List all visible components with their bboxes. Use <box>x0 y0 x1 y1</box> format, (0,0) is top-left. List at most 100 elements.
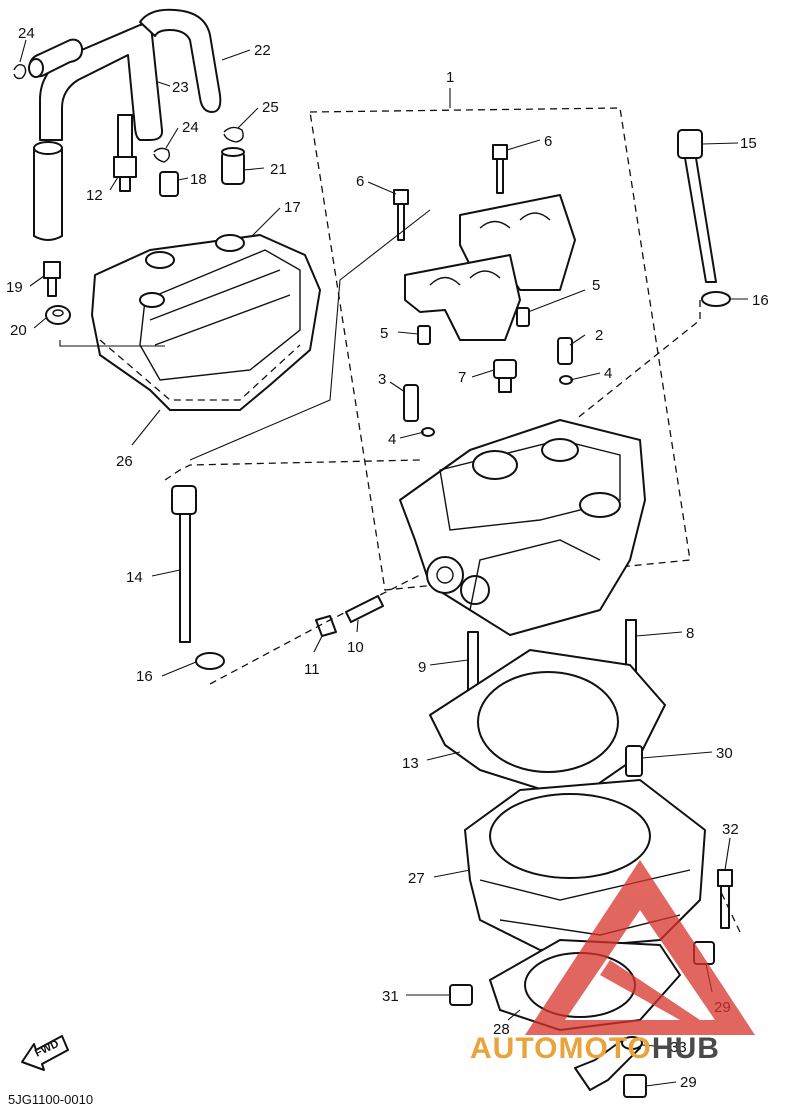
watermark-triangle-icon <box>525 860 755 1035</box>
washer-20 <box>45 305 71 325</box>
callout-6b: 6 <box>356 173 364 190</box>
callout-22: 22 <box>254 42 271 59</box>
lifter-2 <box>557 337 573 365</box>
hose-lower <box>33 147 63 241</box>
cover-port-3 <box>139 292 165 308</box>
cylinder-bore <box>489 793 651 879</box>
cam-cap-group <box>393 144 576 345</box>
stud-10 <box>345 595 384 623</box>
callout-24a: 24 <box>18 25 35 42</box>
cam-cap-front <box>404 254 521 341</box>
leader-lines <box>19 39 748 1087</box>
callout-26: 26 <box>116 453 133 470</box>
bolt-6-right-shank <box>496 158 504 194</box>
lifter-3 <box>403 384 419 422</box>
callout-1: 1 <box>446 69 454 86</box>
valve-cover <box>91 234 321 411</box>
fwd-arrow: FWD <box>21 1035 69 1071</box>
callout-20: 20 <box>10 322 27 339</box>
bolt-6-right <box>492 144 508 160</box>
callout-17: 17 <box>284 199 301 216</box>
callout-23: 23 <box>172 79 189 96</box>
spark-plug-group <box>113 114 245 197</box>
hose-23 <box>39 23 164 141</box>
bolt-32-shank <box>720 885 730 929</box>
cam-cap-rear <box>459 194 576 291</box>
pipe-33-end <box>621 1036 643 1050</box>
head-port-2 <box>541 438 579 462</box>
nut-29-lower <box>623 1074 647 1098</box>
callout-21: 21 <box>270 161 287 178</box>
callout-28: 28 <box>493 1021 510 1038</box>
callout-18: 18 <box>190 171 207 188</box>
callout-32: 32 <box>722 821 739 838</box>
spark-plug-hex <box>113 156 137 178</box>
bolt-6-left <box>393 189 409 205</box>
spark-plug-thread <box>119 176 131 192</box>
callout-24b: 24 <box>182 119 199 136</box>
valve-cover-group <box>43 234 321 411</box>
dowel-30 <box>625 745 643 777</box>
callout-16a: 16 <box>752 292 769 309</box>
callout-14: 14 <box>126 569 143 586</box>
callout-2: 2 <box>595 327 603 344</box>
watermark <box>525 860 755 1035</box>
valve-group <box>403 337 573 437</box>
bolt-19 <box>43 261 61 279</box>
spark-plug <box>117 114 133 158</box>
clip-25 <box>223 126 244 143</box>
bolt-15-shank <box>684 157 717 283</box>
callout-33: 33 <box>670 1039 687 1056</box>
bolt-14-head <box>171 485 197 515</box>
watermark-brand: AUTOMOTOHUB <box>470 1032 720 1065</box>
callout-12: 12 <box>86 187 103 204</box>
callout-15: 15 <box>740 135 757 152</box>
callout-6a: 6 <box>544 133 552 150</box>
callout-19: 19 <box>6 279 23 296</box>
cover-port-1 <box>145 251 175 269</box>
bolt-19-shank <box>47 277 57 297</box>
callout-5a: 5 <box>592 277 600 294</box>
washer-16-left <box>195 652 225 670</box>
callout-25: 25 <box>262 99 279 116</box>
bolt-32 <box>717 869 733 887</box>
hose-tip <box>28 58 44 78</box>
pipe-33 <box>574 1037 641 1091</box>
fwd-arrow-icon <box>21 1035 69 1071</box>
callout-8: 8 <box>686 625 694 642</box>
callout-13: 13 <box>402 755 419 772</box>
head-gasket-bore <box>477 671 619 773</box>
callout-7: 7 <box>458 369 466 386</box>
head-port-3 <box>579 492 621 518</box>
cap-21-top <box>221 147 245 157</box>
bolt-6-left-shank <box>397 203 405 241</box>
cap-18 <box>159 171 179 197</box>
callout-27: 27 <box>408 870 425 887</box>
studs-group <box>315 595 637 691</box>
callout-4a: 4 <box>604 365 612 382</box>
callout-10: 10 <box>347 639 364 656</box>
stud-9 <box>467 631 479 691</box>
callout-4b: 4 <box>388 431 396 448</box>
callout-labels: 1 2 3 4 4 5 5 6 6 7 8 9 10 11 12 13 14 1… <box>6 25 769 1091</box>
bolt-14-shank <box>179 513 191 643</box>
callout-16b: 16 <box>136 668 153 685</box>
washer-16-right <box>701 291 731 307</box>
dowel-5-left <box>417 325 431 345</box>
nut-11 <box>315 615 337 637</box>
nut-31 <box>449 984 473 1006</box>
callout-31: 31 <box>382 988 399 1005</box>
bolt-15-head <box>677 129 703 159</box>
head-exhaust-port <box>426 556 464 594</box>
cover-port-2 <box>215 234 245 252</box>
head-port-1 <box>472 450 518 480</box>
hose-22 <box>139 8 222 113</box>
callout-3: 3 <box>378 371 386 388</box>
drawing-code: 5JG1100-0010 <box>8 1092 93 1107</box>
cylinder-head-group <box>399 419 646 636</box>
watermark-suffix: HUB <box>652 1032 720 1065</box>
watermark-prefix: AUTOMOTO <box>470 1032 652 1065</box>
plug-7-shank <box>498 377 512 393</box>
clip-24-mid <box>153 147 171 163</box>
